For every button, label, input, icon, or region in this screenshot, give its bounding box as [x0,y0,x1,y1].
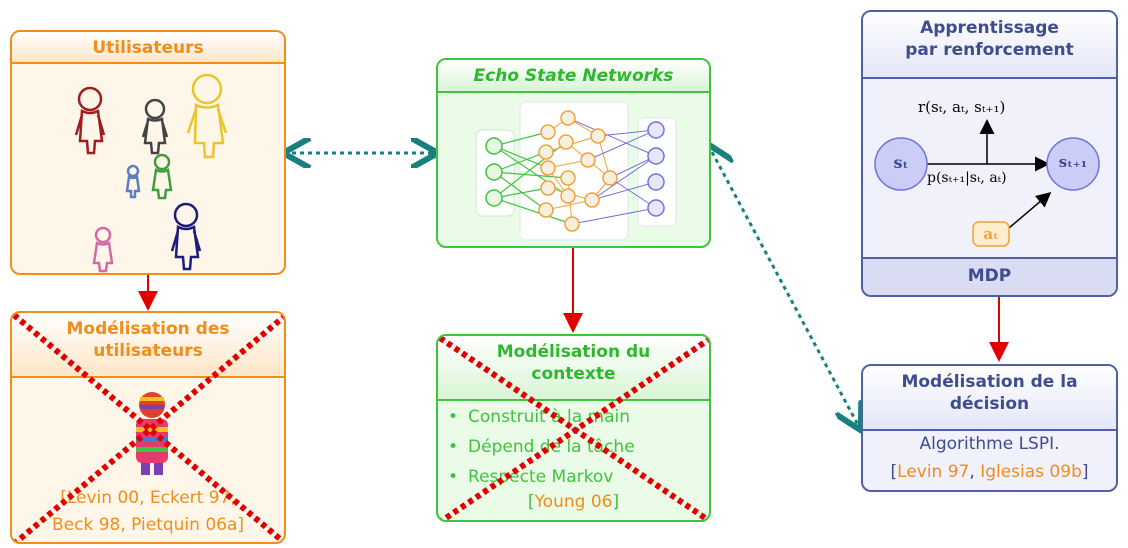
citations-line2: Beck 98, Pietquin 06a] [51,515,245,535]
citation-iglesias: Iglesias 09b [980,462,1082,482]
decision-title: Modélisation de la décision [863,366,1116,431]
red-cross [438,336,709,520]
users-box: Utilisateurs [10,30,286,275]
context-citation: [Young 06] [527,492,620,512]
decision-title-line2: décision [949,394,1030,414]
citation-young: Young 06 [534,492,613,512]
transition-label: p(sₜ₊₁|sₜ, aₜ) [927,170,1007,186]
person-icon [125,164,141,199]
esn-box: Echo State Networks [436,58,711,248]
context-title-line2: contexte [531,364,616,384]
user-model-title-line2: utilisateurs [93,341,203,361]
striped-user-icon [136,392,168,475]
person-icon [141,98,169,155]
action-node [972,221,1010,247]
state-t-label: sₜ [893,153,909,172]
action-label: aₜ [983,225,999,243]
state-node [874,137,928,191]
person-icon [92,226,114,273]
context-box: Modélisation du contexte Construit à la … [436,334,711,522]
user-model-title-line1: Modélisation des [66,319,230,339]
reward-label: r(sₜ, aₜ, sₜ₊₁) [918,98,1006,116]
rl-title-line1: Apprentissage [920,18,1059,38]
user-model-box: Modélisation des utilisateurs [Levin 00,… [10,311,286,544]
context-title-line1: Modélisation du [496,342,651,362]
mdp-diagram [874,119,1100,247]
user-model-citations: [Levin 00, Eckert 97, Beck 98, Pietquin … [12,485,284,539]
person-icon [170,202,202,271]
list-item: Respecte Markov [448,462,635,492]
person-icon [74,86,106,155]
dotted-link-esn-decision [712,152,858,425]
users-title: Utilisateurs [12,32,284,64]
red-cross [12,313,284,542]
decision-citation: [Levin 97, Iglesias 09b] [890,462,1089,482]
mdp-footer: MDP [863,257,1116,295]
rl-box: Apprentissage par renforcement r(sₜ, aₜ,… [861,10,1118,297]
decision-box: Modélisation de la décision Algorithme L… [861,364,1118,492]
person-icon [186,73,228,159]
user-model-title: Modélisation des utilisateurs [12,313,284,378]
state-node [1046,137,1100,191]
esn-network-diagram [475,101,677,241]
esn-title: Echo State Networks [438,60,709,93]
state-t1-label: sₜ₊₁ [1058,153,1088,171]
citations-line1: [Levin 00, Eckert 97, [60,488,236,508]
decision-title-line1: Modélisation de la [901,372,1078,392]
rl-title-line2: par renforcement [905,40,1074,60]
rl-title: Apprentissage par renforcement [863,12,1116,79]
users-figures [74,73,228,273]
decision-algo: Algorithme LSPI. [919,434,1060,454]
citation-levin: Levin 97 [897,462,970,482]
person-icon [151,153,173,200]
